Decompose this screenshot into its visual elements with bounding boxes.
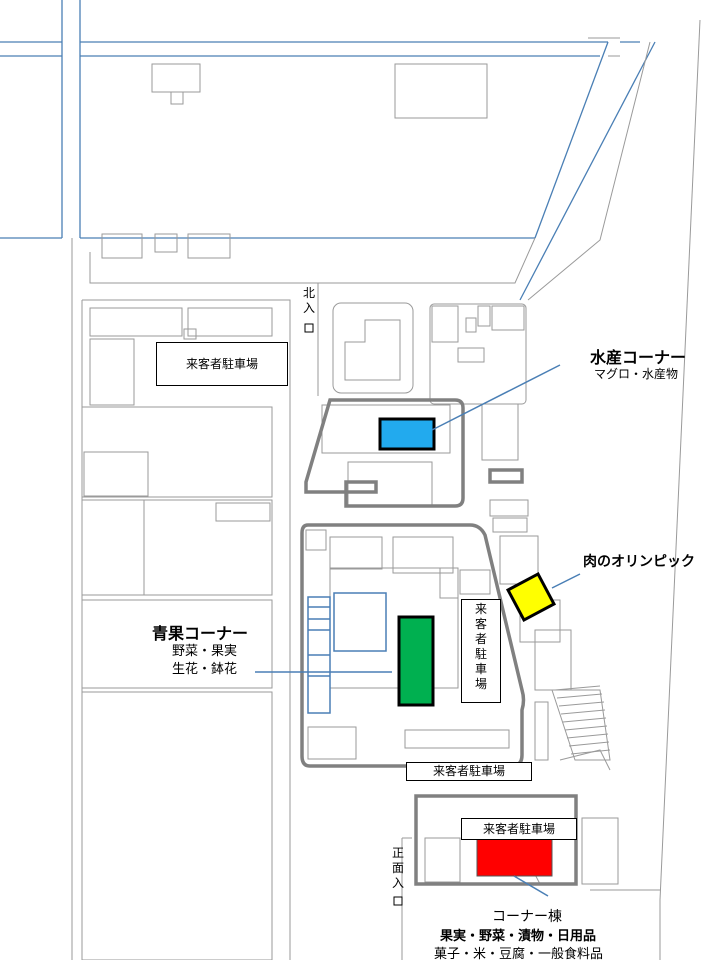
north-entrance-label: 北 入 (300, 286, 318, 316)
parking-label-vertical: 来 客 者 駐 車 場 (461, 599, 501, 703)
stripes (554, 685, 611, 755)
leader-lines (255, 364, 581, 897)
meat-section[interactable] (505, 571, 557, 623)
produce-title: 青果コーナー (152, 624, 249, 643)
seafood-items: マグロ・水産物 (594, 367, 679, 381)
seafood-title: 水産コーナー (590, 348, 687, 367)
char: 面 (391, 861, 404, 875)
char: 来 (474, 602, 487, 616)
char: 車 (474, 662, 487, 676)
char: 場 (474, 677, 487, 691)
produce-items-1: 野菜・果実 (172, 644, 238, 659)
produce-section[interactable] (397, 615, 435, 707)
parking-label-corner-building: 来客者駐車場 (461, 818, 577, 840)
char: 駐 (474, 647, 487, 661)
corner-building-items-2: 菓子・米・豆腐・一般食料品 (434, 947, 604, 962)
char: 入 (302, 301, 315, 315)
char: 正 (391, 846, 404, 860)
produce-items-2: 生花・鉢花 (172, 662, 238, 677)
main-entrance-marker (393, 896, 403, 906)
corner-building-title: コーナー棟 (492, 909, 562, 925)
char: 入 (391, 876, 404, 890)
char: 者 (474, 632, 487, 646)
corner-building-items-1: 果実・野菜・漬物・日用品 (440, 929, 597, 944)
seafood-section[interactable] (378, 417, 436, 451)
north-entrance-marker (304, 323, 314, 333)
produce-stalls (307, 592, 387, 714)
meat-title: 肉のオリンピック (583, 554, 695, 570)
char: 北 (302, 286, 315, 300)
corner-building-section[interactable] (476, 837, 553, 877)
char: 客 (474, 617, 487, 631)
main-entrance-label: 正 面 入 (389, 846, 407, 891)
parking-label-bottom-center: 来客者駐車場 (406, 762, 532, 781)
roads (0, 0, 656, 301)
parking-label-top: 来客者駐車場 (156, 342, 288, 386)
buildings (71, 19, 701, 960)
